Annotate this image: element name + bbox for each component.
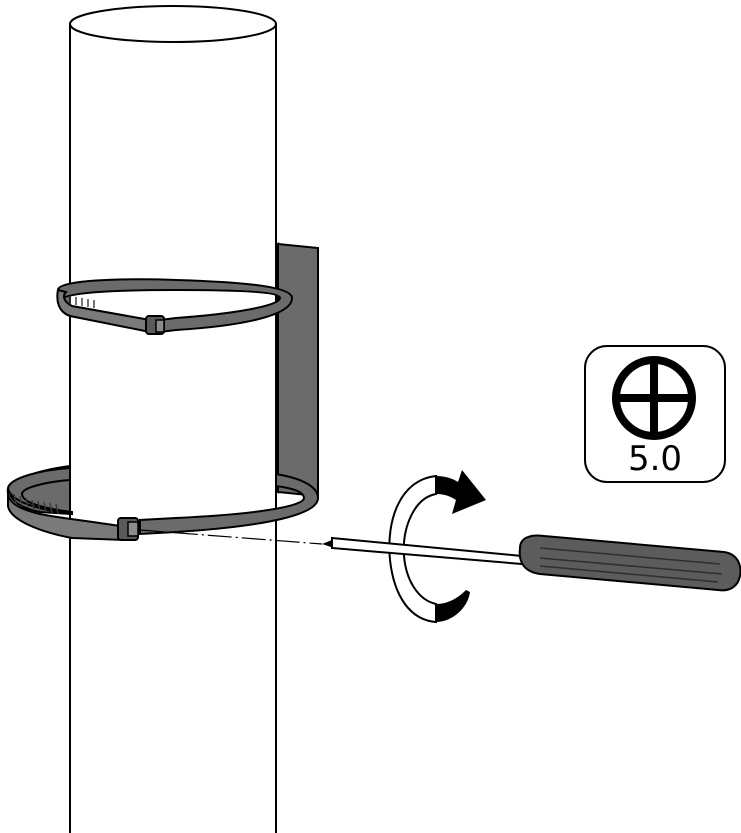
- screwdriver-handle: [518, 534, 741, 592]
- mounting-bracket: [271, 242, 319, 498]
- pole: [69, 5, 277, 833]
- lower-clamp-perforations: [13, 493, 59, 515]
- upper-clamp-perforations: [69, 296, 95, 308]
- rotation-arrow-icon: [388, 470, 486, 624]
- upper-hose-clamp: [56, 278, 294, 335]
- lower-clamp-screw-housing: [117, 517, 139, 541]
- lower-hose-clamp: [6, 466, 320, 542]
- screwdriver-shaft: [331, 536, 523, 566]
- upper-clamp-screw-housing: [145, 315, 165, 335]
- screwdriver-icon: [322, 534, 741, 592]
- pole-top: [69, 5, 277, 43]
- alignment-line: [139, 529, 323, 545]
- tool-badge: 5.0: [584, 345, 726, 483]
- phillips-screwdriver-bit-icon: [612, 356, 696, 440]
- tool-size-label: 5.0: [628, 439, 682, 479]
